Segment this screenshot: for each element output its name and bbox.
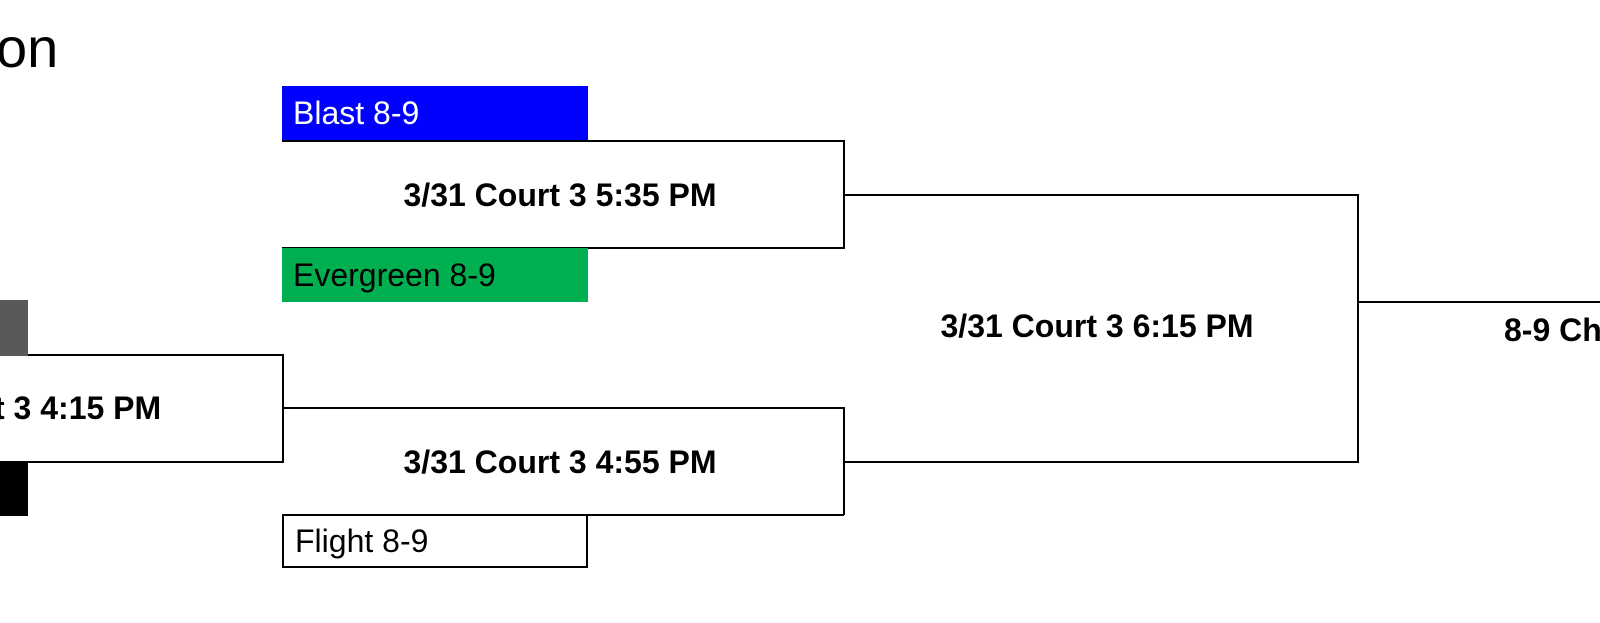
team-slot-clipped-lower — [0, 462, 28, 516]
bracket-line-first-round — [0, 354, 284, 463]
game-label-semi-bottom: 3/31 Court 3 4:55 PM — [403, 444, 717, 480]
game-label-championship: 8-9 Ch — [1504, 312, 1600, 348]
game-label-semi-top: 3/31 Court 3 5:35 PM — [403, 177, 717, 213]
page-title: on — [0, 16, 59, 79]
bracket-line-semi-top-to-final — [844, 194, 1359, 463]
team-slot-flight: Flight 8-9 — [282, 514, 588, 568]
bracket-line-semi-bottom — [282, 407, 845, 515]
team-slot-evergreen: Evergreen 8-9 — [282, 248, 588, 302]
team-slot-blast: Blast 8-9 — [282, 86, 588, 140]
game-label-first-round: t 3 4:15 PM — [0, 390, 162, 426]
team-slot-clipped-upper — [0, 300, 28, 356]
game-label-final: 3/31 Court 3 6:15 PM — [940, 308, 1254, 344]
